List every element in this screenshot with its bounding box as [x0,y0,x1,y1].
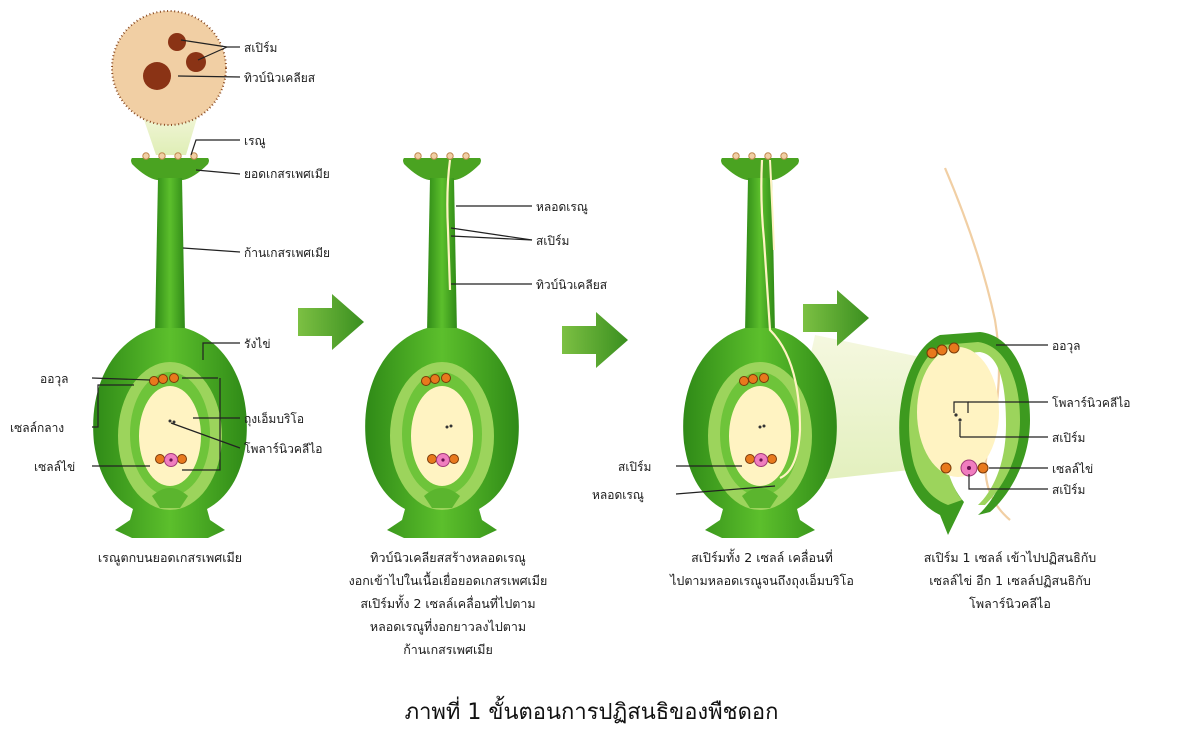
label-tube-nucleus-pollen: ทิวบ์นิวเคลียส [244,71,316,85]
stage-2-caption-line: งอกเข้าไปในเนื้อเยื่อยอดเกสรเพศเมีย [318,569,578,592]
label-style: ก้านเกสรเพศเมีย [244,246,330,260]
stage-4-caption-line: เซลล์ไข่ อีก 1 เซลล์ปฏิสนธิกับ [880,569,1140,592]
label-ovule: ออวุล [40,372,69,387]
stage-2-caption-line: สเปิร์มทั้ง 2 เซลล์เคลื่อนที่ไปตาม [318,592,578,615]
stage-2-caption-line: หลอดเรณูที่งอกยาวลงไปตาม [318,615,578,638]
stage-2-caption-line: ก้านเกสรเพศเมีย [318,638,578,661]
arrow-1 [298,294,364,350]
label-ovary: รังไข่ [244,337,271,351]
stage-1-pollination: สเปิร์ม ทิวบ์นิวเคลียส เรณู ยอดเกสรเพศเม… [10,11,330,538]
label-tube-nucleus-2: ทิวบ์นิวเคลียส [536,278,608,292]
label-polar-nuclei: โพลาร์นิวคลีไอ [244,442,322,456]
embryo-sac-zoom [917,347,999,477]
stage-3-sperm-migration: สเปิร์ม หลอดเรณู [592,153,925,538]
pollen-grain-illustration [112,11,226,125]
pollen-tube-nucleus [143,62,171,90]
label-sperm-pollen: สเปิร์ม [244,41,277,55]
label-embryo-sac: ถุงเอ็มบริโอ [244,411,304,427]
stage-2-leaders [451,206,532,284]
label-pollen-tube-2: หลอดเรณู [536,200,588,215]
stage-1-caption-line: เรณูตกบนยอดเกสรเพศเมีย [60,546,280,569]
label-sperm-2: สเปิร์ม [536,234,569,248]
stage-2-caption-line: ทิวบ์นิวเคลียสสร้างหลอดเรณู [318,546,578,569]
stage-4-caption-line: โพลาร์นิวคลีไอ [880,592,1140,615]
stage-2-caption: ทิวบ์นิวเคลียสสร้างหลอดเรณู งอกเข้าไปในเ… [318,546,578,661]
label-pollen-tube-3: หลอดเรณู [592,488,644,503]
stage-4-caption: สเปิร์ม 1 เซลล์ เข้าไปปฏิสนธิกับ เซลล์ไข… [880,546,1140,615]
label-stigma: ยอดเกสรเพศเมีย [244,167,330,181]
arrow-2 [562,312,628,368]
label-sperm-3: สเปิร์ม [618,460,651,474]
label-polar-nuclei-4: โพลาร์นิวคลีไอ [1052,396,1130,410]
stage-3-caption-line: สเปิร์มทั้ง 2 เซลล์ เคลื่อนที่ [632,546,892,569]
stage-4-double-fertilization: ออวุล โพลาร์นิวคลีไอ สเปิร์ม เซลล์ไข่ สเ… [899,168,1130,535]
label-pollen: เรณู [244,134,266,149]
label-egg-cell-4: เซลล์ไข่ [1052,462,1093,476]
stage-3-caption-line: ไปตามหลอดเรณูจนถึงถุงเอ็มบริโอ [632,569,892,592]
label-sperm-4-lower: สเปิร์ม [1052,483,1085,497]
label-central-cell: เซลล์กลาง [10,421,64,435]
figure-caption: ภาพที่ 1 ขั้นตอนการปฏิสนธิของพืชดอก [0,694,1183,729]
pollen-sperm-1 [168,33,186,51]
label-sperm-4-upper: สเปิร์ม [1052,431,1085,445]
stage-3-caption: สเปิร์มทั้ง 2 เซลล์ เคลื่อนที่ ไปตามหลอด… [632,546,892,592]
label-egg-cell: เซลล์ไข่ [34,460,75,474]
stage-4-caption-line: สเปิร์ม 1 เซลล์ เข้าไปปฏิสนธิกับ [880,546,1140,569]
pollen-sperm-2 [186,52,206,72]
label-ovule-4: ออวุล [1052,339,1081,354]
stage-1-caption: เรณูตกบนยอดเกสรเพศเมีย [60,546,280,569]
arrow-3 [803,290,869,346]
